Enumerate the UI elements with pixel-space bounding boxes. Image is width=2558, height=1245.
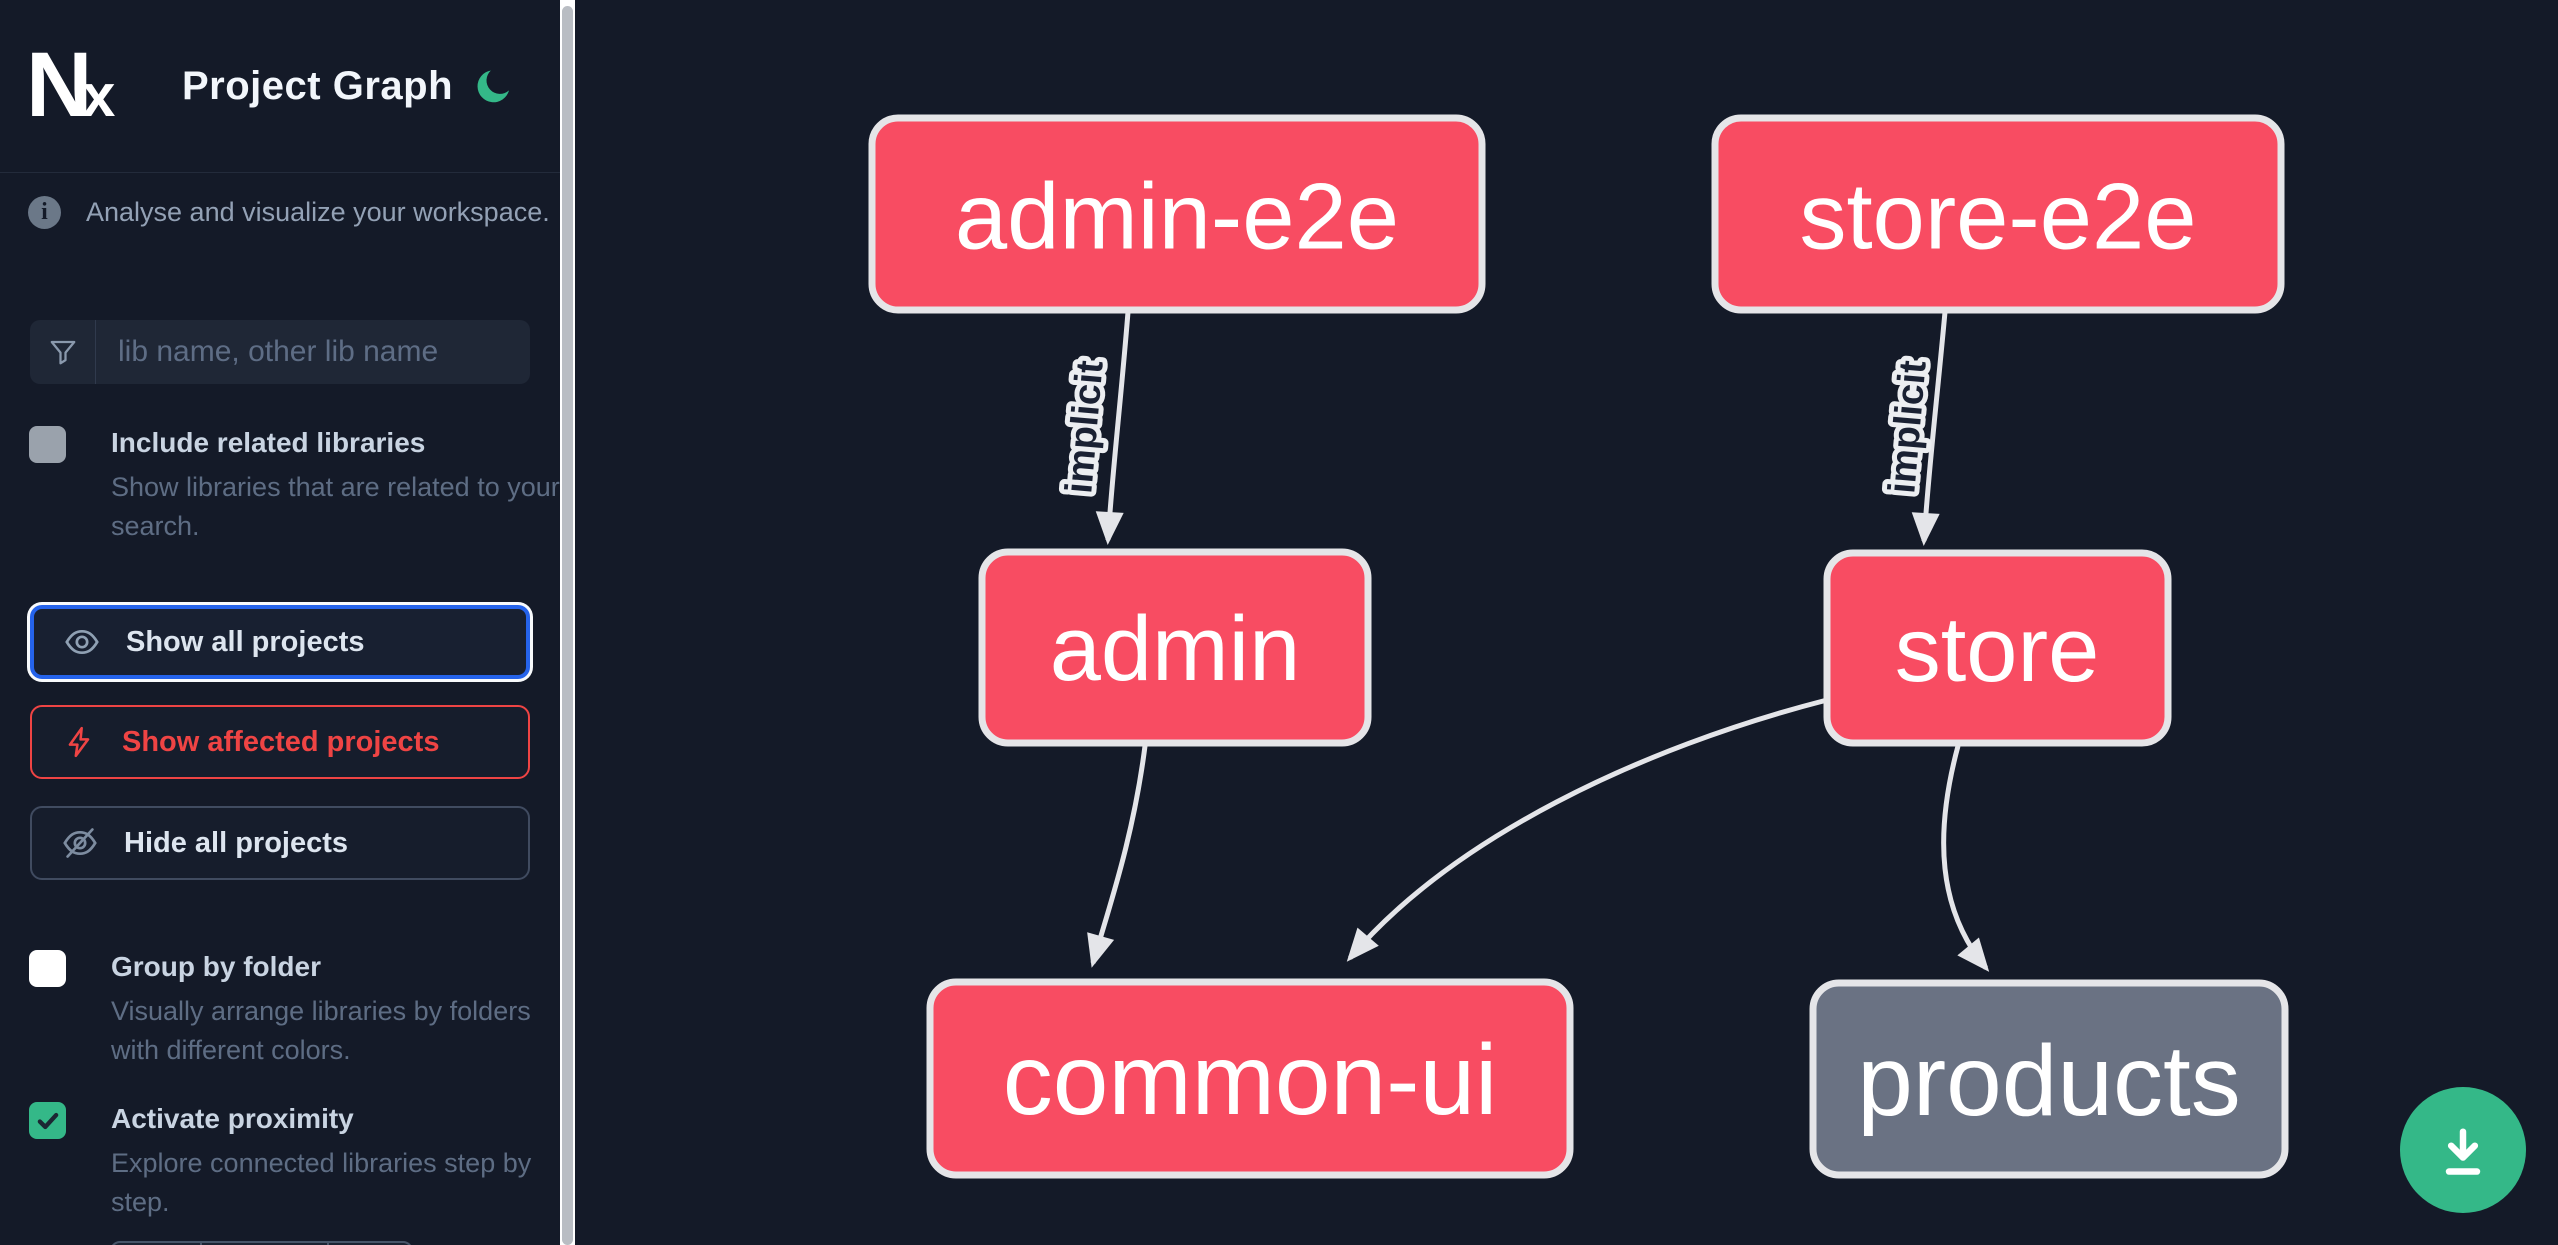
svg-text:N: N bbox=[30, 46, 87, 126]
nx-logo: N x bbox=[30, 46, 115, 126]
group-by-folder-description: Visually arrange libraries by folders wi… bbox=[111, 996, 531, 1065]
page-title: Project Graph bbox=[182, 63, 454, 108]
check-icon bbox=[37, 1112, 58, 1129]
eye-icon bbox=[65, 629, 99, 655]
activate-proximity-checkbox[interactable] bbox=[29, 1102, 66, 1139]
graph-node-store[interactable]: store bbox=[1823, 549, 2172, 747]
edge-store-e2e-to-store bbox=[1911, 311, 1948, 546]
svg-text:store: store bbox=[1895, 599, 2100, 701]
show-affected-projects-button[interactable]: Show affected projects bbox=[30, 705, 530, 779]
svg-text:store-e2e: store-e2e bbox=[1799, 164, 2196, 269]
edge-label-implicit-admin: implicit bbox=[1058, 359, 1111, 496]
svg-text:admin-e2e: admin-e2e bbox=[955, 164, 1399, 269]
sidebar: N x Project Graph i Analyse and visualiz… bbox=[0, 0, 560, 1245]
info-icon: i bbox=[28, 196, 61, 229]
show-all-projects-label: Show all projects bbox=[126, 625, 365, 658]
edge-store-to-products bbox=[1941, 745, 1990, 972]
edge-admin-to-common-ui bbox=[1087, 745, 1148, 968]
group-by-folder-checkbox[interactable] bbox=[29, 950, 66, 987]
edge-admin-e2e-to-admin bbox=[1095, 311, 1131, 545]
sidebar-scrollbar-thumb[interactable] bbox=[562, 6, 573, 1245]
download-image-button[interactable] bbox=[2400, 1087, 2526, 1213]
option-activate-proximity: Activate proximity Explore connected lib… bbox=[29, 1100, 561, 1222]
project-graph-canvas[interactable]: implicit implicit admin-e2e store-e2e ad… bbox=[575, 0, 2558, 1245]
group-by-folder-label: Group by folder bbox=[111, 951, 321, 982]
show-all-projects-button[interactable]: Show all projects bbox=[30, 605, 530, 679]
activate-proximity-label: Activate proximity bbox=[111, 1103, 354, 1134]
graph-node-admin-e2e[interactable]: admin-e2e bbox=[868, 114, 1486, 314]
svg-text:admin: admin bbox=[1050, 598, 1301, 700]
stepper-value bbox=[200, 1243, 327, 1245]
eye-slash-icon bbox=[63, 828, 97, 858]
tagline-text: Analyse and visualize your workspace. bbox=[86, 197, 550, 227]
hide-all-projects-button[interactable]: Hide all projects bbox=[30, 806, 530, 880]
option-include-related: Include related libraries Show libraries… bbox=[29, 424, 561, 546]
lightning-bolt-icon bbox=[68, 726, 90, 758]
dark-mode-toggle-moon-icon[interactable] bbox=[474, 66, 514, 106]
workspace-tagline: i Analyse and visualize your workspace. bbox=[28, 196, 550, 229]
download-icon bbox=[2445, 1128, 2481, 1175]
svg-text:x: x bbox=[82, 62, 115, 126]
graph-node-admin[interactable]: admin bbox=[978, 548, 1372, 747]
edge-store-to-common-ui bbox=[1346, 697, 1828, 962]
sidebar-header: N x Project Graph bbox=[0, 0, 560, 173]
sidebar-scrollbar-track[interactable] bbox=[560, 0, 575, 1245]
proximity-depth-stepper[interactable] bbox=[110, 1241, 413, 1245]
graph-node-common-ui[interactable]: common-ui bbox=[926, 978, 1574, 1179]
show-affected-projects-label: Show affected projects bbox=[122, 725, 440, 758]
project-search bbox=[30, 320, 530, 384]
filter-funnel-icon bbox=[30, 320, 96, 384]
graph-node-products[interactable]: products bbox=[1809, 979, 2289, 1179]
activate-proximity-description: Explore connected libraries step by step… bbox=[111, 1148, 532, 1217]
search-input[interactable] bbox=[96, 320, 530, 384]
option-group-by-folder: Group by folder Visually arrange librari… bbox=[29, 948, 561, 1070]
stepper-increment[interactable] bbox=[327, 1243, 411, 1245]
include-related-checkbox[interactable] bbox=[29, 426, 66, 463]
edge-label-implicit-store: implicit bbox=[1881, 359, 1934, 496]
svg-text:products: products bbox=[1857, 1025, 2241, 1137]
svg-text:common-ui: common-ui bbox=[1003, 1024, 1498, 1136]
include-related-label: Include related libraries bbox=[111, 427, 426, 458]
graph-node-store-e2e[interactable]: store-e2e bbox=[1711, 114, 2285, 314]
hide-all-projects-label: Hide all projects bbox=[124, 826, 349, 859]
include-related-description: Show libraries that are related to your … bbox=[111, 472, 560, 541]
